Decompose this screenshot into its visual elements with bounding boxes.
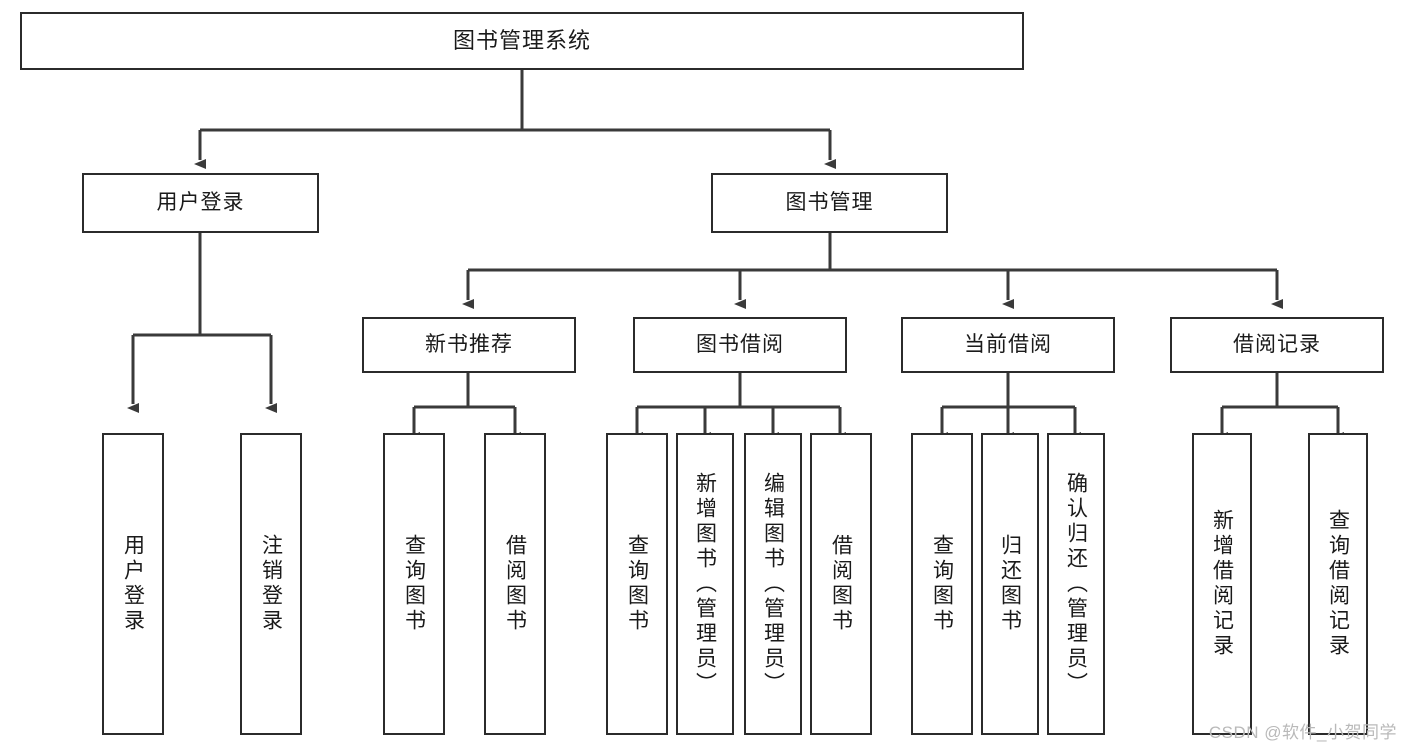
node-borrow-record[interactable]: 借阅记录 xyxy=(1170,317,1384,373)
node-label: 编辑图书（管理员） xyxy=(761,471,785,697)
node-label: 图书管理 xyxy=(785,190,874,214)
leaf-query-borrow-record[interactable]: 查询借阅记录 xyxy=(1308,433,1368,735)
node-label: 查询图书 xyxy=(930,534,954,634)
node-label: 归还图书 xyxy=(998,534,1022,634)
node-label: 查询图书 xyxy=(625,534,649,634)
node-label: 用户登录 xyxy=(156,190,245,214)
node-new-book-recommend[interactable]: 新书推荐 xyxy=(362,317,576,373)
watermark-text: CSDN @软件_小贺同学 xyxy=(1208,723,1397,742)
leaf-query-book-recommend[interactable]: 查询图书 xyxy=(383,433,445,735)
node-label: 注销登录 xyxy=(259,534,283,634)
node-label: 新书推荐 xyxy=(425,332,513,356)
node-label: 确认归还（管理员） xyxy=(1064,471,1088,697)
leaf-return-book[interactable]: 归还图书 xyxy=(981,433,1039,735)
node-label: 新增图书（管理员） xyxy=(693,471,717,697)
node-label: 当前借阅 xyxy=(964,332,1052,356)
node-label: 用户登录 xyxy=(121,534,145,634)
leaf-borrow-book-recommend[interactable]: 借阅图书 xyxy=(484,433,546,735)
node-root-system[interactable]: 图书管理系统 xyxy=(20,12,1024,70)
leaf-confirm-return-admin[interactable]: 确认归还（管理员） xyxy=(1047,433,1105,735)
node-label: 借阅图书 xyxy=(829,534,853,634)
node-label: 借阅图书 xyxy=(503,534,527,634)
leaf-logout[interactable]: 注销登录 xyxy=(240,433,302,735)
node-label: 图书管理系统 xyxy=(452,28,591,54)
leaf-edit-book-admin[interactable]: 编辑图书（管理员） xyxy=(744,433,802,735)
node-user-login[interactable]: 用户登录 xyxy=(82,173,319,233)
node-book-borrow[interactable]: 图书借阅 xyxy=(633,317,847,373)
node-label: 新增借阅记录 xyxy=(1210,509,1234,659)
node-label: 图书借阅 xyxy=(696,332,784,356)
leaf-borrow-book[interactable]: 借阅图书 xyxy=(810,433,872,735)
leaf-add-book-admin[interactable]: 新增图书（管理员） xyxy=(676,433,734,735)
node-label: 借阅记录 xyxy=(1233,332,1321,356)
leaf-query-book-current[interactable]: 查询图书 xyxy=(911,433,973,735)
node-current-borrow[interactable]: 当前借阅 xyxy=(901,317,1115,373)
leaf-user-login[interactable]: 用户登录 xyxy=(102,433,164,735)
node-label: 查询图书 xyxy=(402,534,426,634)
node-book-management[interactable]: 图书管理 xyxy=(711,173,948,233)
node-label: 查询借阅记录 xyxy=(1326,509,1350,659)
leaf-add-borrow-record[interactable]: 新增借阅记录 xyxy=(1192,433,1252,735)
leaf-query-book[interactable]: 查询图书 xyxy=(606,433,668,735)
